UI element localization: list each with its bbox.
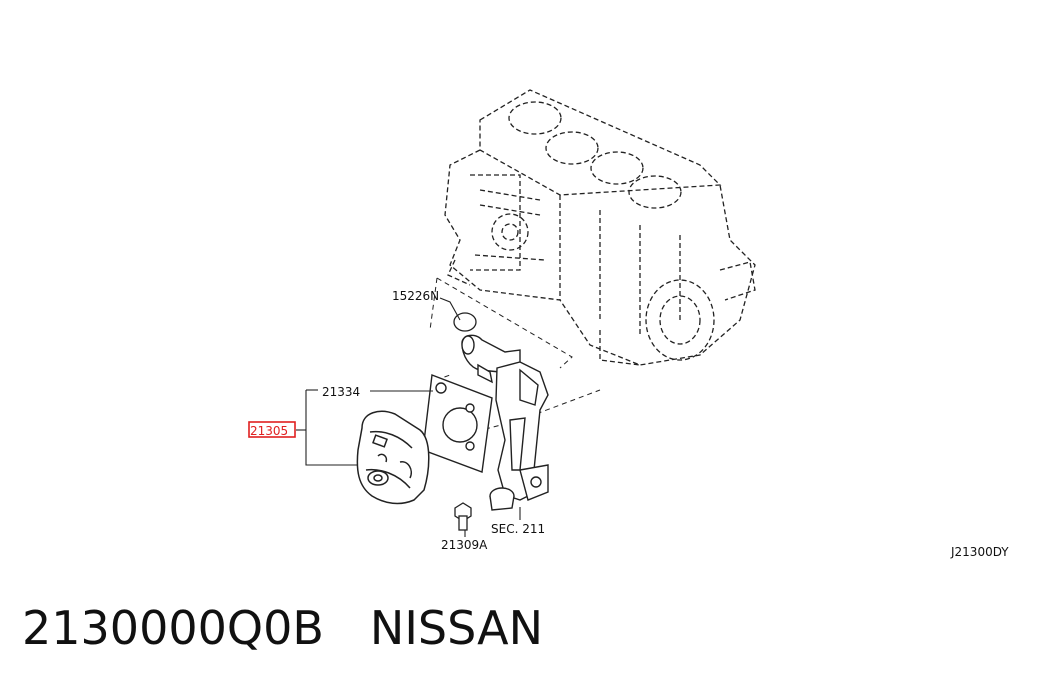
engine-block-illustration bbox=[444, 89, 756, 366]
bolt-21309a bbox=[454, 502, 472, 531]
brand-name: NISSAN bbox=[369, 601, 544, 655]
leader-lines bbox=[296, 297, 521, 537]
footer-caption: 2130000Q0B NISSAN bbox=[22, 598, 543, 668]
parts-diagram: 15226N 21334 21305 SEC. 211 21309A J2130… bbox=[248, 89, 1009, 559]
part-number: 2130000Q0B bbox=[22, 601, 324, 655]
gasket-21334 bbox=[422, 374, 493, 473]
label-sec-211: SEC. 211 bbox=[491, 522, 545, 536]
diagram-code: J21300DY bbox=[950, 545, 1009, 559]
highlight-box-21305 bbox=[248, 421, 296, 438]
label-21305: 21305 bbox=[250, 424, 288, 438]
oil-cooler-21305 bbox=[356, 410, 430, 505]
label-21309a: 21309A bbox=[441, 538, 488, 552]
filter-bracket-illustration bbox=[461, 334, 549, 511]
label-15226n: 15226N bbox=[392, 289, 439, 303]
label-21334: 21334 bbox=[322, 385, 360, 399]
o-ring-15226n bbox=[453, 312, 477, 332]
